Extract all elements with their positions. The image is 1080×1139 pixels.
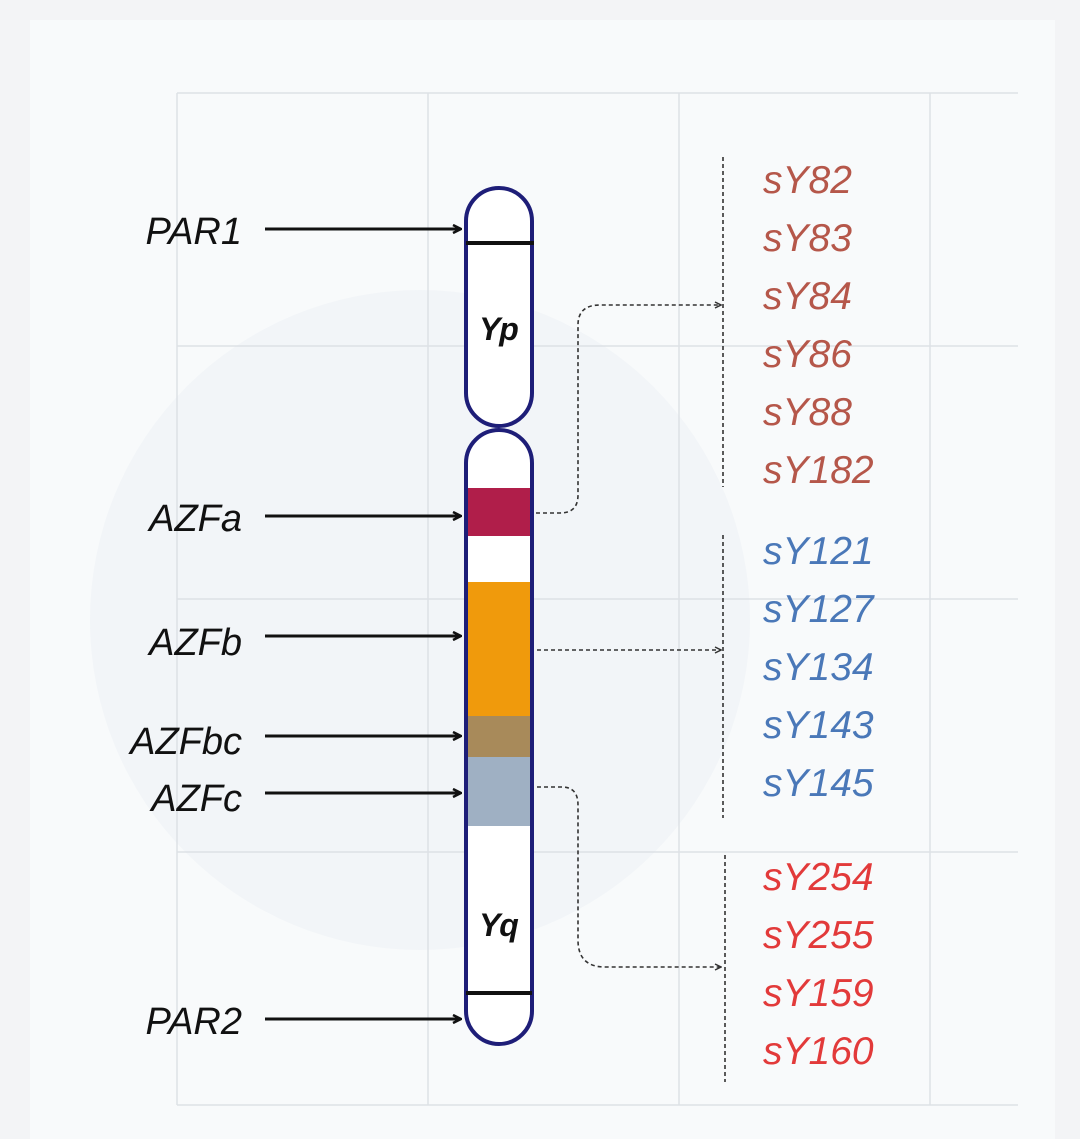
marker: sY86 — [763, 333, 852, 376]
label-azfb: AZFb — [147, 622, 242, 664]
chromosome: Yp Yq — [464, 186, 534, 1046]
label-azfbc: AZFbc — [128, 721, 242, 763]
connectors — [536, 157, 726, 1082]
connector-azfa — [536, 305, 721, 514]
marker: sY83 — [763, 217, 852, 260]
marker: sY82 — [763, 159, 852, 202]
marker-group-azfc: sY254 sY255 sY159 sY160 — [763, 856, 874, 1073]
band-azfa — [468, 488, 530, 536]
marker: sY121 — [763, 530, 874, 573]
band-azfb — [468, 582, 530, 716]
arm-label-yq: Yq — [479, 907, 519, 943]
label-par1: PAR1 — [146, 211, 242, 253]
label-par2: PAR2 — [146, 1001, 242, 1043]
band-azfc — [468, 757, 530, 826]
connector-azfc — [537, 786, 721, 967]
background-watermark — [90, 290, 750, 950]
marker: sY88 — [763, 391, 852, 434]
marker: sY182 — [763, 449, 874, 492]
marker: sY134 — [763, 646, 874, 689]
marker-group-azfb: sY121 sY127 sY134 sY143 sY145 — [763, 530, 875, 805]
band-azfbc — [468, 716, 530, 757]
marker: sY255 — [763, 914, 874, 957]
marker: sY145 — [763, 762, 874, 805]
region-labels: PAR1 AZFa AZFb AZFbc AZFc PAR2 — [128, 211, 461, 1043]
grid — [176, 92, 1018, 1106]
marker: sY143 — [763, 704, 874, 747]
label-azfc: AZFc — [149, 778, 242, 820]
short-arm — [466, 188, 532, 426]
marker: sY84 — [763, 275, 852, 318]
label-azfa: AZFa — [147, 498, 242, 540]
marker: sY160 — [763, 1030, 874, 1073]
marker: sY254 — [763, 856, 874, 899]
arm-label-yp: Yp — [479, 311, 519, 347]
marker: sY159 — [763, 972, 874, 1015]
marker-group-azfa: sY82 sY83 sY84 sY86 sY88 sY182 — [763, 159, 874, 492]
marker: sY127 — [763, 588, 875, 631]
